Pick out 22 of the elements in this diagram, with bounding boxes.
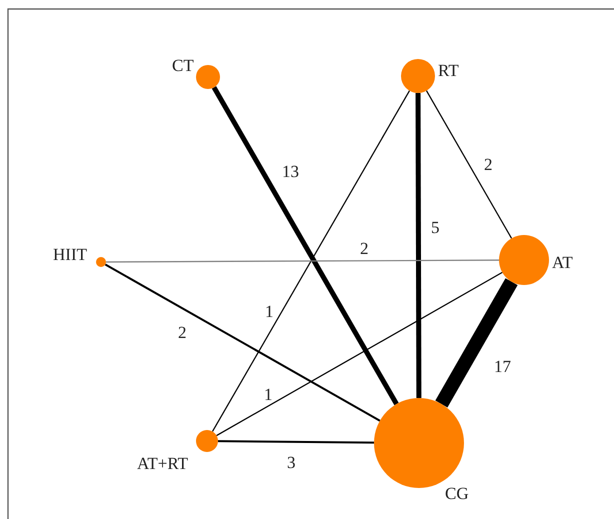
connector-line bbox=[416, 93, 422, 398]
edge-label: 3 bbox=[287, 454, 296, 471]
edge-label: 1 bbox=[264, 386, 272, 403]
connector-line bbox=[104, 264, 380, 422]
node-label: AT+RT bbox=[137, 455, 188, 472]
edge-label: 2 bbox=[484, 156, 492, 173]
connector-line bbox=[216, 272, 503, 436]
edge-label: 13 bbox=[282, 163, 299, 180]
connector-line bbox=[218, 440, 374, 444]
connector-line bbox=[435, 278, 518, 408]
node-label: CG bbox=[445, 485, 469, 502]
node-label: AT bbox=[552, 254, 573, 271]
connector-line bbox=[426, 90, 512, 239]
node-label: HIIT bbox=[53, 246, 87, 263]
edge-label: 2 bbox=[178, 324, 186, 341]
edge-label: 17 bbox=[494, 358, 511, 375]
edge-label: 5 bbox=[431, 219, 440, 236]
edge-label: 1 bbox=[265, 303, 274, 320]
connector-line bbox=[106, 260, 499, 263]
node-label: RT bbox=[438, 62, 459, 79]
edge-label: 2 bbox=[360, 240, 368, 257]
node-label: CT bbox=[172, 57, 194, 74]
